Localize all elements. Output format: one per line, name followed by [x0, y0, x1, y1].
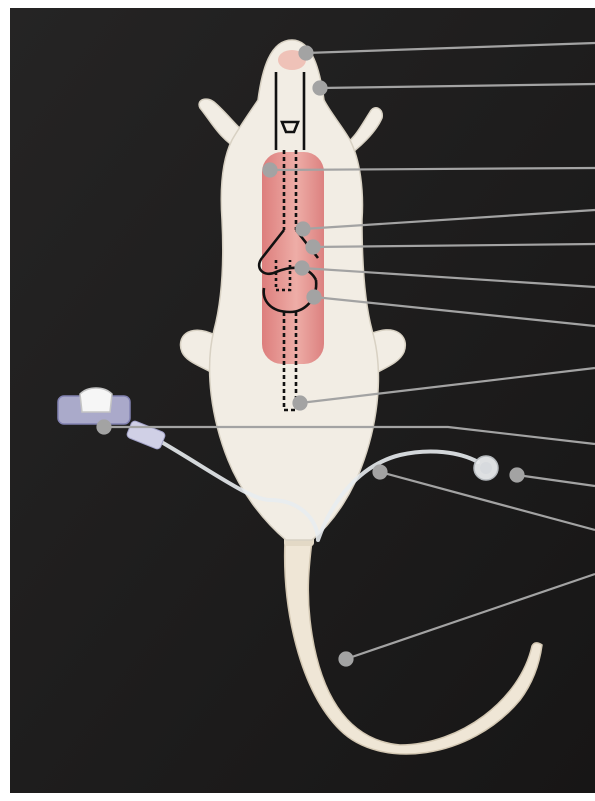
luer-connector: [474, 456, 498, 480]
thoracic-window: [262, 152, 324, 364]
